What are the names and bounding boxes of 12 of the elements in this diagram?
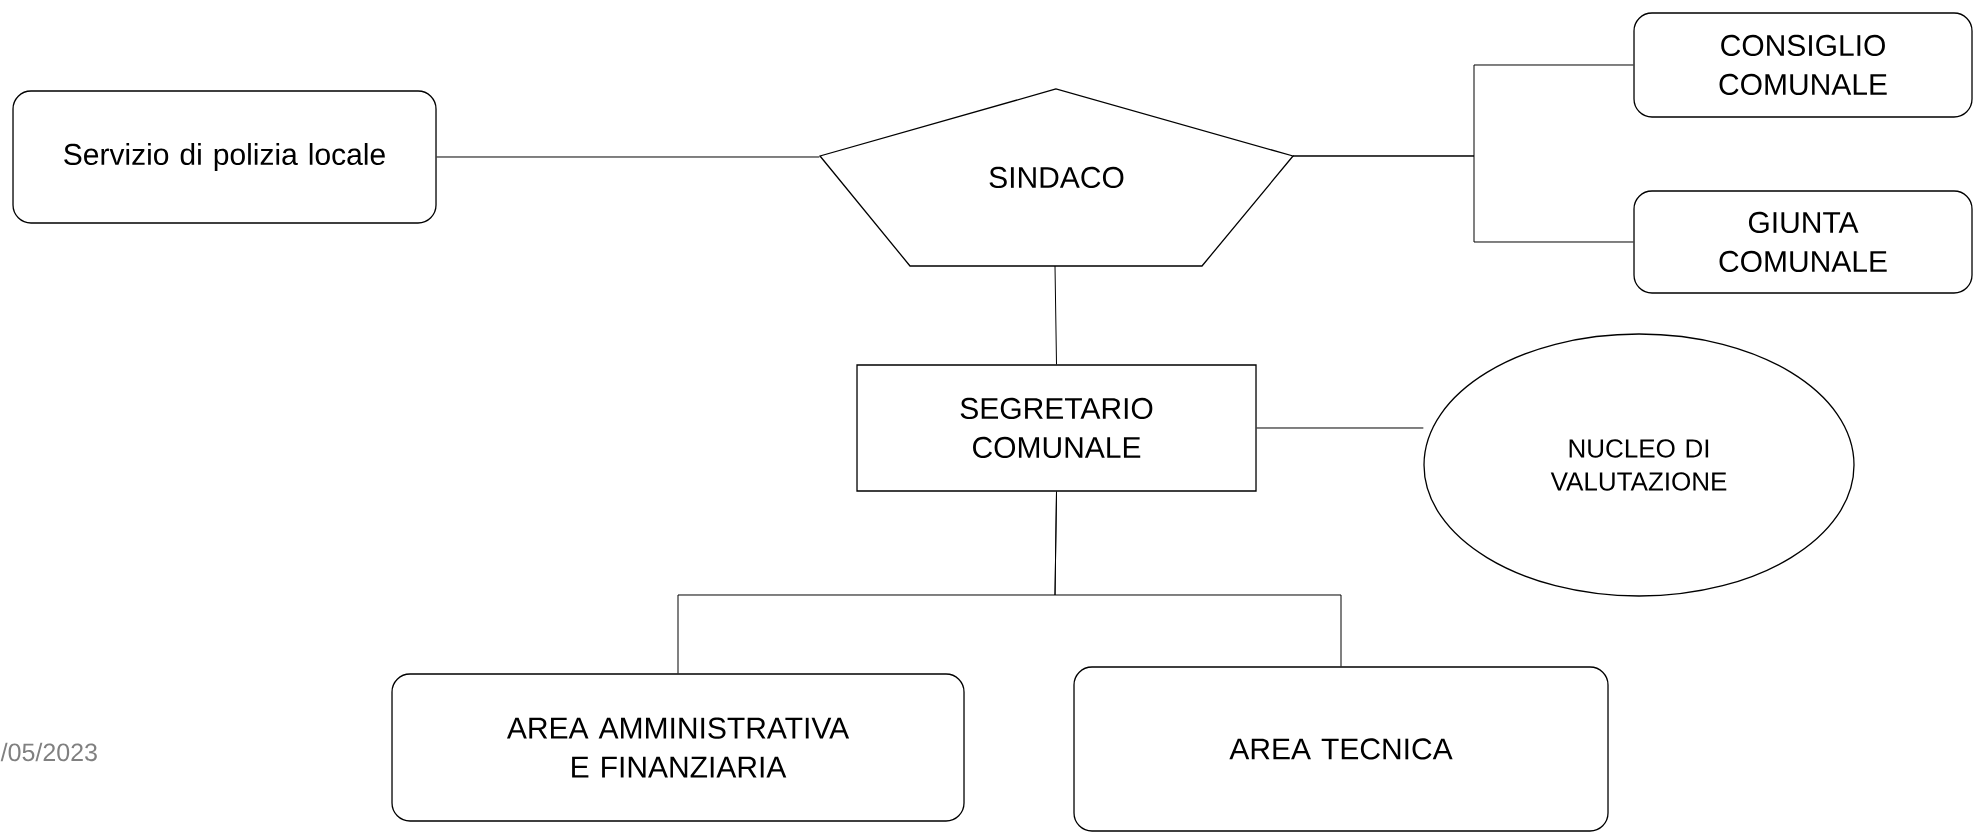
connector-line	[436, 156, 820, 158]
area-box: AREA AMMINISTRATIVA E FINANZIARIA	[391, 673, 965, 822]
office-box: SEGRETARIO COMUNALE	[856, 364, 1257, 492]
connector-line	[1292, 155, 1634, 243]
connector-line	[1054, 265, 1057, 365]
unit-box: Servizio di polizia locale	[12, 90, 437, 224]
connector-line	[1054, 491, 1342, 667]
connector-line	[1256, 427, 1424, 429]
date-label: /05/2023	[0, 742, 97, 762]
council-box: CONSIGLIO COMUNALE	[1633, 12, 1973, 118]
council-box: GIUNTA COMUNALE	[1633, 190, 1973, 294]
area-box: AREA TECNICA	[1073, 666, 1609, 832]
